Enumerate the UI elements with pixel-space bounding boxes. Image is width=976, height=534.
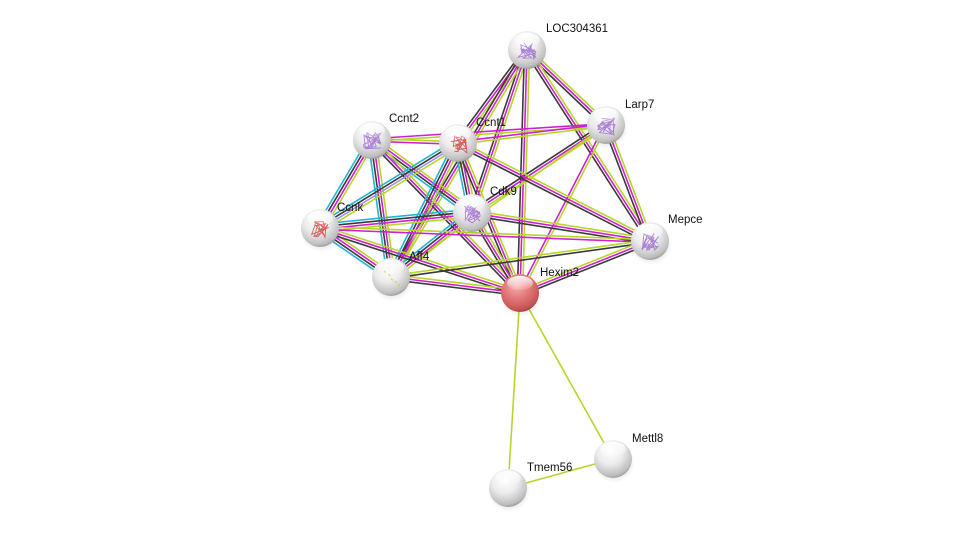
edge-larp7-cdk9[interactable] [470, 122, 608, 216]
edge-evidence-magenta [518, 124, 606, 293]
edge-evidence-magenta [471, 212, 651, 242]
edge-evidence-black [369, 141, 519, 296]
edge-evidence-yellowgreen [518, 237, 650, 292]
edge-evidence-yellowgreen [320, 225, 651, 241]
node-gloss [445, 125, 471, 141]
edge-hexim2-mettl8[interactable] [519, 292, 614, 460]
node-cdk9[interactable]: Cdk9 [452, 186, 517, 237]
node-label-hexim2: Hexim2 [540, 267, 579, 279]
edge-ccnk-mepce[interactable] [319, 225, 651, 244]
edge-evidence-magenta [319, 227, 521, 294]
edge-evidence-yellowgreen [321, 145, 461, 233]
edge-evidence-yellowgreen [528, 48, 653, 241]
node-gloss [507, 275, 533, 291]
edge-evidence-black [456, 144, 650, 245]
edge-evidence-black [520, 242, 652, 297]
node-gloss [378, 259, 404, 275]
edge-evidence-yellowgreen [507, 292, 521, 489]
edge-evidence-black [318, 141, 458, 228]
edge-evidence-yellowgreen [521, 50, 531, 294]
edge-evidence-magenta [471, 49, 528, 214]
node-label-aff4: Aff4 [409, 251, 430, 263]
protein-structure-icon [516, 42, 537, 60]
node-tmem56[interactable]: Tmem56 [488, 462, 572, 512]
edge-evidence-lavender [320, 143, 460, 230]
node-gloss [514, 32, 540, 48]
edge-evidence-magenta [471, 124, 607, 214]
node-mepce[interactable]: Mepce [630, 214, 703, 265]
edge-evidence-magenta [371, 122, 606, 140]
node-label-ccnt2: Ccnt2 [389, 113, 419, 125]
node-label-ccnk: Ccnk [337, 202, 363, 214]
edge-loc304361-mepce[interactable] [524, 48, 653, 243]
node-mettl8[interactable]: Mettl8 [593, 433, 663, 483]
edge-evidence-magenta [320, 213, 473, 231]
node-hexim2[interactable]: Hexim2 [500, 267, 579, 317]
node-gloss [459, 195, 485, 211]
edge-evidence-black [319, 210, 472, 228]
edge-cdk9-ccnk[interactable] [319, 208, 473, 233]
edge-larp7-hexim2[interactable] [518, 124, 608, 294]
edge-aff4-mepce[interactable] [390, 238, 651, 280]
edge-evidence-yellowgreen [519, 292, 614, 460]
node-label-loc304361: LOC304361 [546, 23, 608, 35]
node-ccnk[interactable]: Ccnk [300, 202, 363, 252]
edge-evidence-yellowgreen [472, 209, 651, 240]
node-ccnt2[interactable]: Ccnt2 [352, 113, 419, 164]
node-gloss [495, 470, 521, 486]
edge-ccnt1-mepce[interactable] [456, 139, 652, 245]
edge-ccnk-hexim2[interactable] [318, 224, 522, 297]
edge-larp7-aff4[interactable] [390, 124, 607, 278]
edge-evidence-yellowgreen [458, 139, 652, 240]
edge-evidence-magenta [519, 49, 528, 294]
node-loc304361[interactable]: LOC304361 [507, 23, 608, 74]
protein-structure-icon [463, 203, 481, 224]
edge-evidence-yellowgreen [390, 238, 650, 277]
node-gloss [600, 441, 626, 457]
node-label-larp7: Larp7 [625, 99, 654, 111]
edge-evidence-yellowgreen [390, 124, 607, 278]
node-gloss [359, 122, 385, 138]
edge-evidence-magenta [319, 228, 650, 244]
edge-evidence-yellowgreen [320, 224, 522, 292]
node-gloss [637, 223, 663, 239]
edge-evidence-yellowgreen [520, 125, 608, 294]
edge-evidence-yellowgreen [320, 216, 473, 233]
edge-evidence-yellowgreen [391, 273, 521, 292]
edge-evidence-yellowgreen [458, 125, 607, 146]
edge-hexim2-mepce[interactable] [518, 237, 652, 297]
edge-larp7-ccnt1[interactable] [457, 122, 607, 146]
node-label-ccnt1: Ccnt1 [476, 117, 506, 129]
node-label-cdk9: Cdk9 [490, 186, 517, 198]
node-gloss [307, 210, 333, 226]
edge-evidence-cyan [319, 208, 472, 225]
edge-evidence-black [470, 122, 606, 212]
edge-evidence-black [318, 229, 520, 297]
node-aff4[interactable]: Aff4 [371, 251, 430, 301]
edge-evidence-black [391, 241, 651, 280]
node-label-mepce: Mepce [668, 214, 703, 226]
edge-evidence-magenta [526, 49, 651, 242]
edge-evidence-magenta [457, 142, 651, 242]
node-ccnt1[interactable]: Ccnt1 [438, 117, 506, 167]
edge-ccnt1-ccnk[interactable] [317, 138, 461, 233]
node-label-mettl8: Mettl8 [632, 433, 663, 445]
node-gloss [593, 107, 619, 123]
edge-evidence-black [524, 50, 649, 243]
edge-evidence-magenta [457, 122, 606, 143]
node-larp7[interactable]: Larp7 [586, 99, 654, 149]
edge-hexim2-tmem56[interactable] [507, 292, 521, 489]
edge-evidence-magenta [519, 240, 651, 294]
node-label-tmem56: Tmem56 [527, 462, 572, 474]
edge-evidence-cyan [317, 138, 457, 226]
